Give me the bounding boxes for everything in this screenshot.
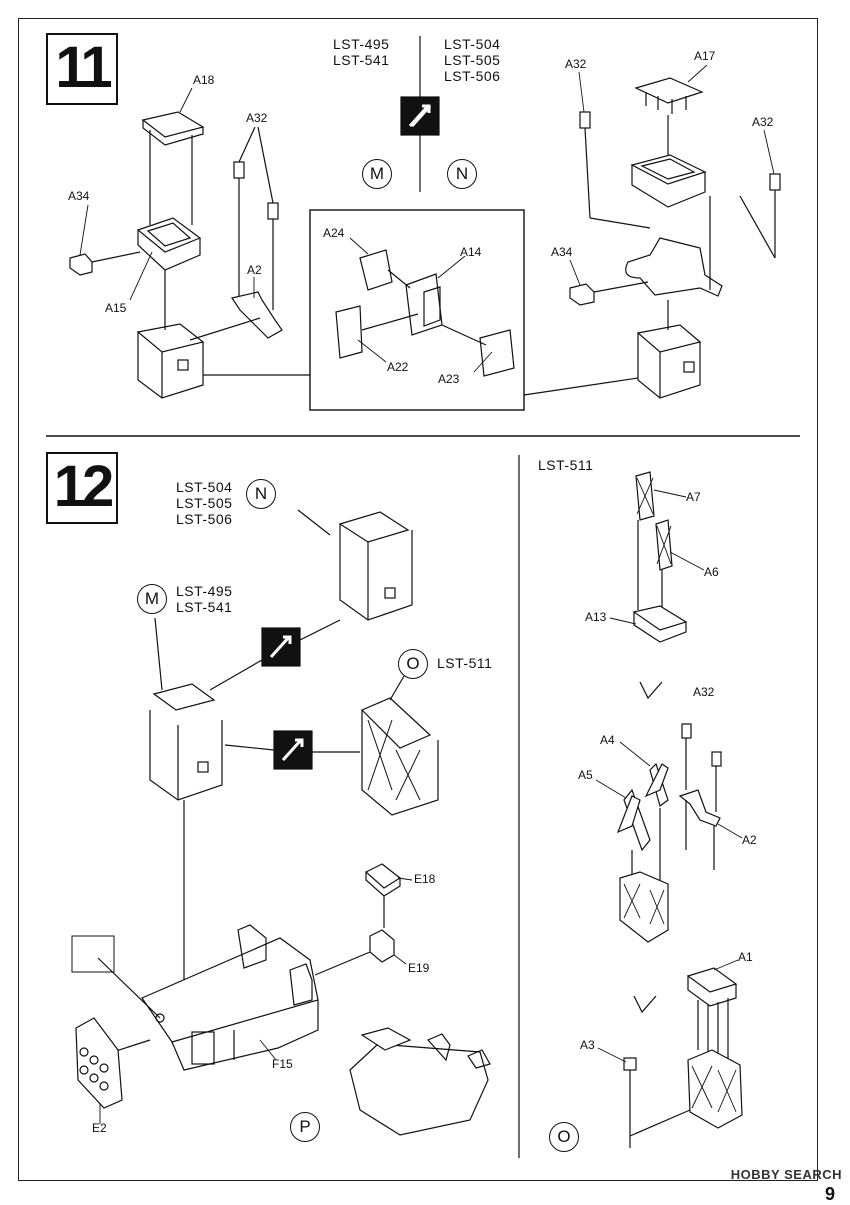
part-a17-base	[630, 154, 707, 208]
part-label-a32-left: A32	[246, 111, 268, 125]
part-label-a7: A7	[686, 490, 701, 504]
part-a18-roof	[141, 111, 205, 225]
part-label-f15: F15	[272, 1057, 293, 1071]
part-label-a18: A18	[193, 73, 215, 87]
variant-label-lst495-541-step11: LST-495 LST-541	[333, 36, 390, 68]
part-label-a22: A22	[387, 360, 409, 374]
part-e2	[75, 1017, 123, 1109]
part-a32-pair	[233, 126, 279, 310]
deck-f15-assembly	[71, 924, 319, 1071]
variant-label-lst504-506-step11: LST-504 LST-505 LST-506	[444, 36, 501, 84]
circle-label-p: P	[290, 1112, 320, 1142]
part-label-e2: E2	[92, 1121, 107, 1135]
part-label-a23: A23	[438, 372, 460, 386]
part-a17-roof	[634, 77, 704, 158]
ship-p-assembly	[349, 1027, 491, 1136]
variant-label-lst511-column: LST-511	[538, 457, 594, 473]
step-number-11: 11	[46, 33, 118, 105]
detail-inset	[309, 209, 525, 411]
part-label-a6: A6	[704, 565, 719, 579]
check-mark-2	[633, 995, 657, 1014]
cabin-n-assembly	[297, 509, 413, 621]
part-label-e19: E19	[408, 961, 430, 975]
part-label-a1: A1	[738, 950, 753, 964]
part-a34-left	[69, 251, 141, 276]
part-label-a17: A17	[694, 49, 716, 63]
part-e18-e19	[314, 863, 402, 976]
part-label-a13: A13	[585, 610, 607, 624]
part-label-e18: E18	[414, 872, 436, 886]
part-label-a14: A14	[460, 245, 482, 259]
circle-label-n-step12: N	[246, 479, 276, 509]
part-label-a5: A5	[578, 768, 593, 782]
part-a4-a5	[616, 762, 669, 885]
part-label-a24: A24	[323, 226, 345, 240]
leader-lines	[79, 64, 775, 1124]
circle-label-n-step11: N	[447, 159, 477, 189]
page-frame	[18, 18, 818, 1181]
part-label-a4: A4	[600, 733, 615, 747]
part-a13	[632, 605, 688, 643]
tower-o-assembly	[360, 675, 439, 816]
tower-frame-bottom	[687, 1049, 743, 1129]
part-label-a32-right-top: A32	[565, 57, 587, 71]
part-a1	[686, 967, 738, 1060]
part-a7-a6	[635, 471, 673, 612]
circle-label-m-step12: M	[137, 584, 167, 614]
variant-label-lst495-541-step12: LST-495 LST-541	[176, 583, 233, 615]
part-a2-left	[231, 291, 283, 339]
part-label-a2-column: A2	[742, 833, 757, 847]
circle-label-m-step11: M	[362, 159, 392, 189]
variant-label-lst504-506-step12: LST-504 LST-505 LST-506	[176, 479, 233, 527]
part-label-a15: A15	[105, 301, 127, 315]
cabin-left-11	[136, 270, 261, 399]
part-label-a32-right: A32	[752, 115, 774, 129]
switch-icon-11	[400, 96, 440, 136]
part-a2-a32-col	[678, 723, 722, 870]
hobby-search-watermark: HOBBY SEARCH	[730, 1167, 842, 1182]
switch-icon-12a	[261, 627, 301, 667]
part-label-a3: A3	[580, 1038, 595, 1052]
part-label-a34-right: A34	[551, 245, 573, 259]
circle-label-o-step12: O	[398, 649, 428, 679]
page-number: 9	[825, 1184, 836, 1204]
part-label-a32-column: A32	[693, 685, 715, 699]
part-a24-a14-a22-a23	[335, 249, 515, 377]
step-number-12: 12	[46, 452, 118, 524]
variant-label-lst511-o: LST-511	[437, 655, 493, 671]
tower-frame-mid	[619, 871, 669, 943]
cabin-m-assembly	[149, 617, 360, 1000]
check-mark-1	[639, 681, 663, 700]
part-a3	[623, 1057, 691, 1148]
part-label-a34-left: A34	[68, 189, 90, 203]
part-deck-a2-right	[625, 196, 723, 297]
circle-label-o-column: O	[549, 1122, 579, 1152]
cabin-right-11	[636, 300, 702, 399]
part-label-a2-left: A2	[247, 263, 262, 277]
part-a34-right	[569, 281, 649, 306]
switch-icon-12b	[273, 730, 313, 770]
part-a32-right	[579, 111, 781, 259]
